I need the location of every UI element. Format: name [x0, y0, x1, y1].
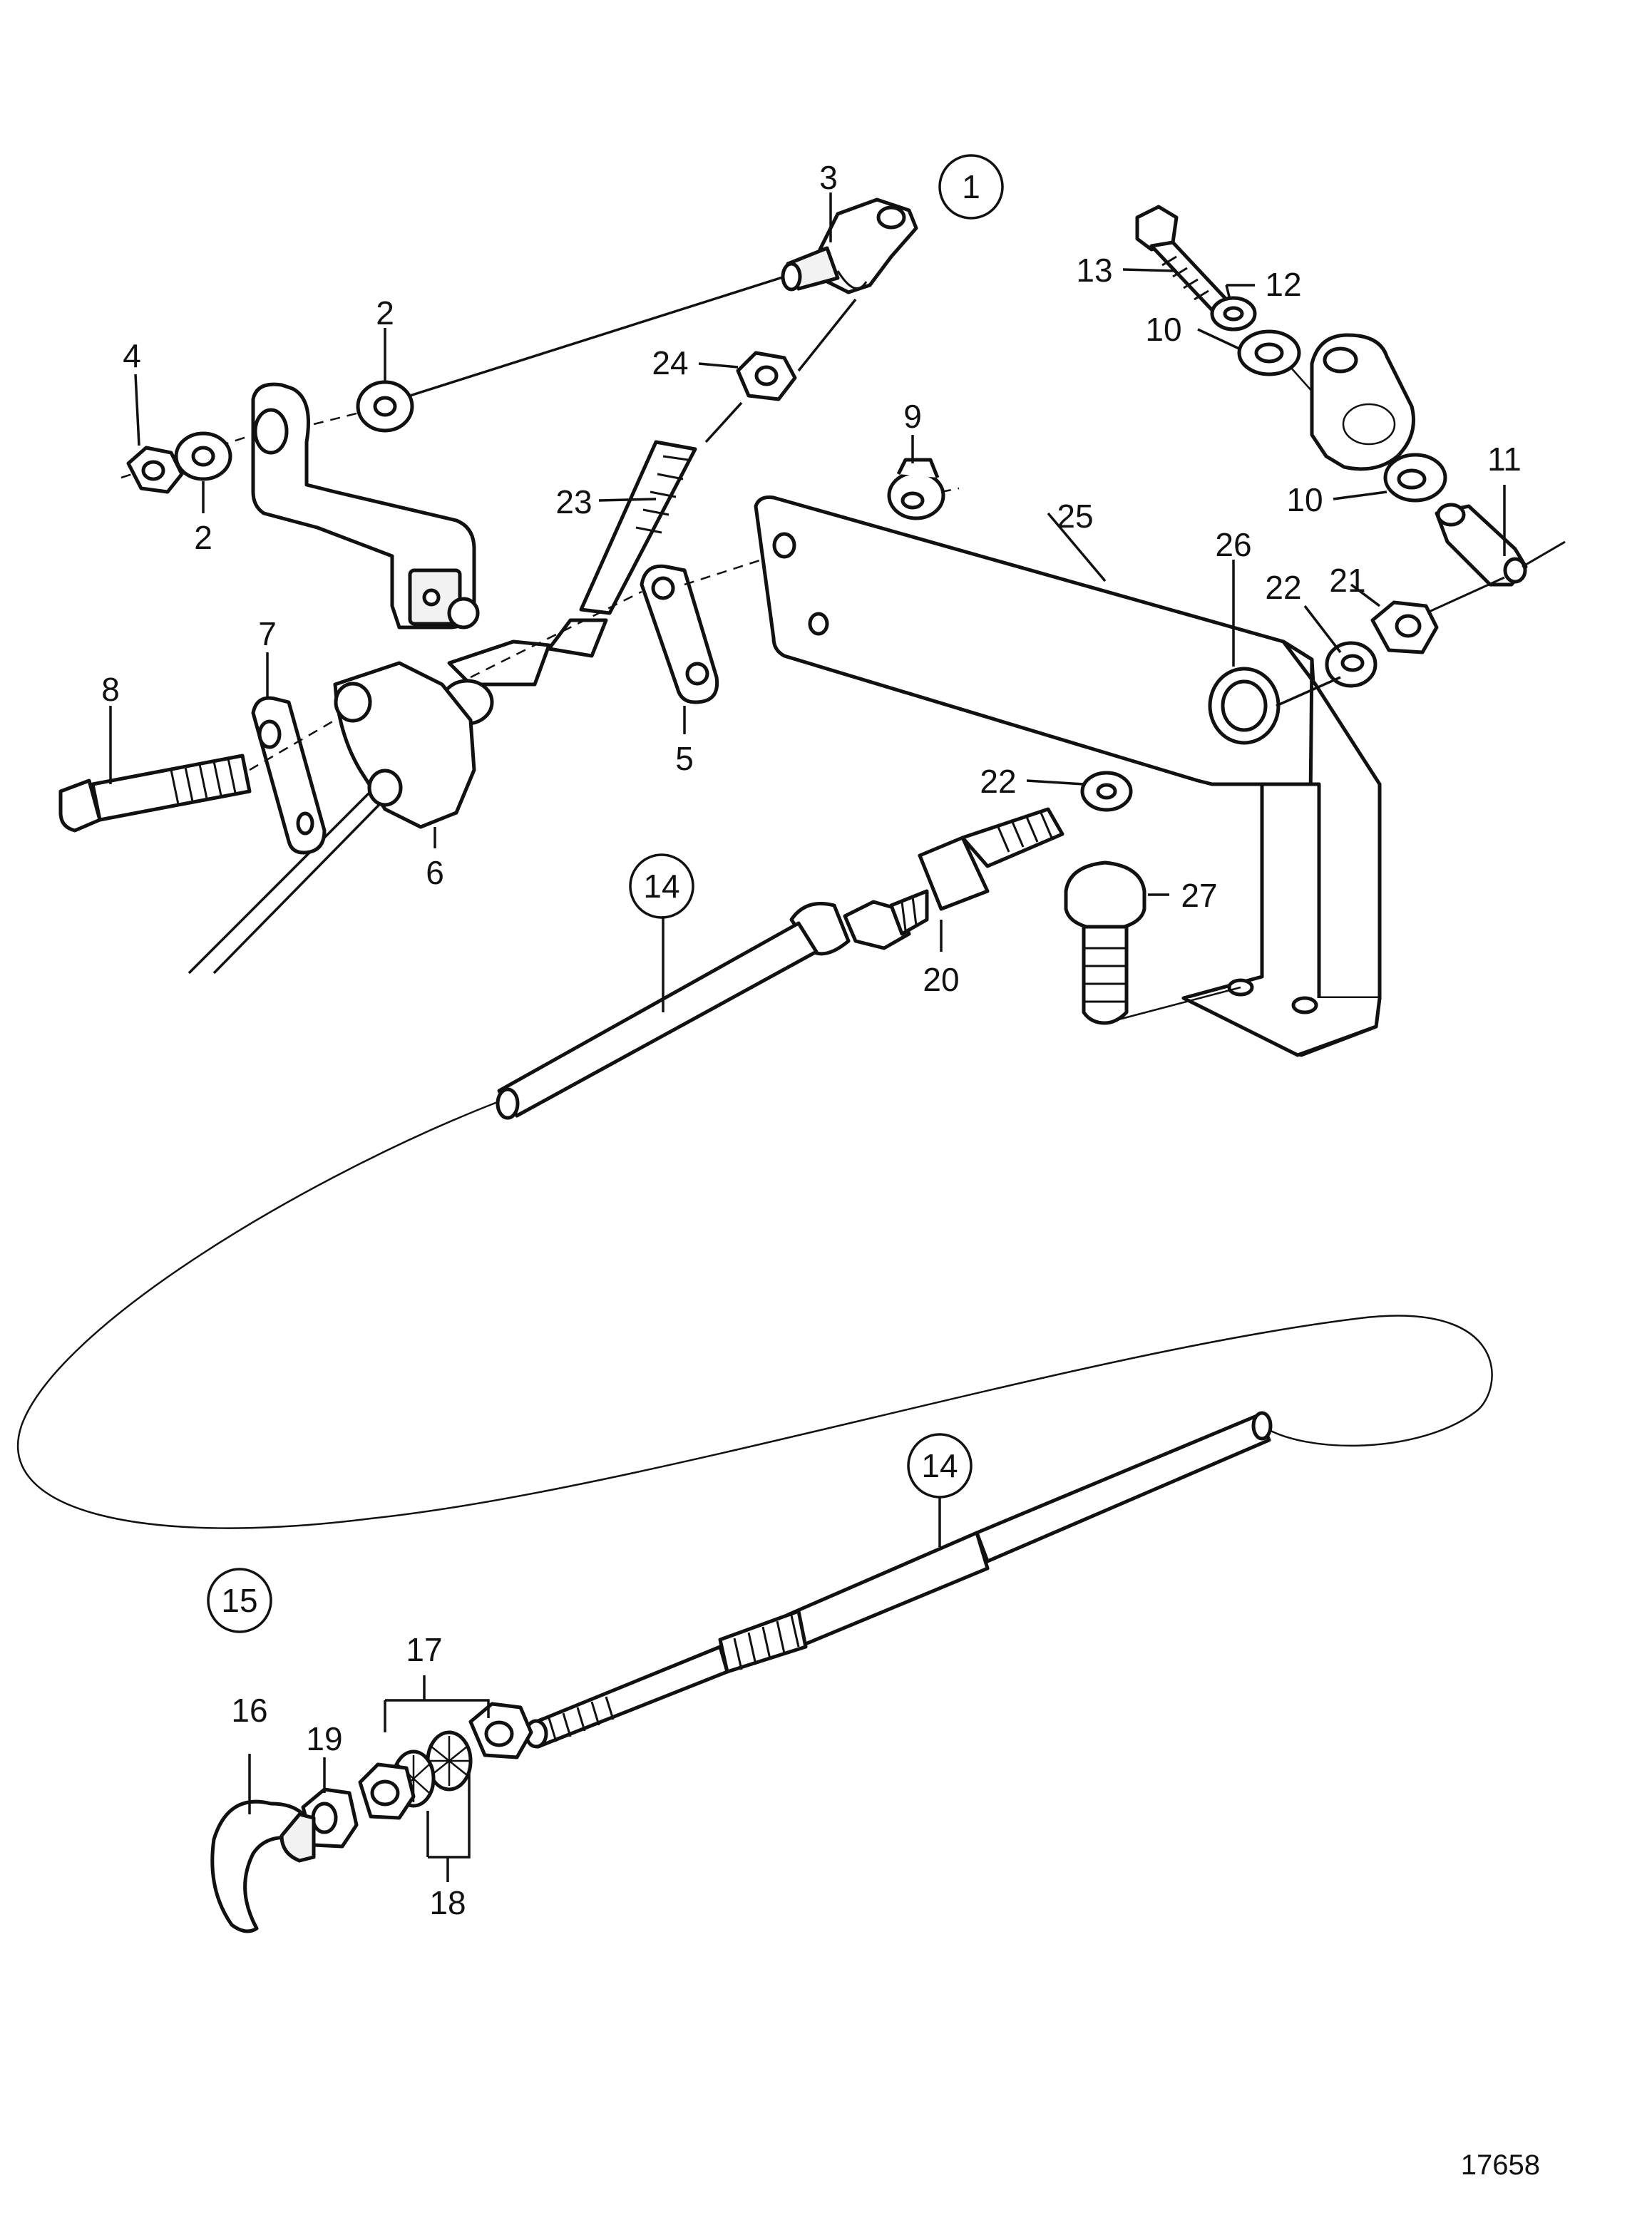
plate-7	[251, 696, 327, 855]
label-13: 13	[1076, 252, 1112, 289]
label-16: 16	[231, 1692, 267, 1729]
cable-14-upper	[496, 902, 851, 1120]
washer-12	[1210, 296, 1257, 332]
nut-24	[736, 351, 797, 401]
callout-circle-14-upper	[629, 853, 694, 919]
cable-fitting-20	[843, 807, 1064, 950]
label-4: 4	[123, 337, 141, 374]
label-9: 9	[903, 398, 922, 435]
label-2-lower: 2	[194, 519, 212, 556]
label-25: 25	[1057, 498, 1093, 535]
callout-circle-1	[938, 154, 1004, 220]
callout-circle-14-lower	[907, 1433, 973, 1499]
label-2-upper: 2	[376, 294, 394, 332]
label-20: 20	[923, 961, 959, 998]
label-5: 5	[675, 740, 694, 777]
knob-16	[210, 1799, 316, 1933]
label-1: 1	[962, 168, 980, 205]
label-24: 24	[652, 344, 688, 381]
label-15: 15	[221, 1582, 257, 1619]
callout-circle-15	[207, 1568, 272, 1633]
label-26: 26	[1215, 526, 1251, 563]
label-22-lower: 22	[980, 763, 1016, 800]
label-21: 21	[1329, 562, 1365, 599]
nut-21	[1370, 600, 1439, 654]
drawing-reference-number: 17658	[1461, 2149, 1540, 2181]
label-22-upper: 22	[1265, 569, 1301, 606]
nut-17-left	[358, 1762, 416, 1820]
label-17: 17	[406, 1631, 442, 1668]
washer-2-lower	[174, 431, 232, 481]
nut-17-right	[468, 1702, 533, 1759]
label-27: 27	[1181, 877, 1217, 914]
label-12: 12	[1265, 266, 1301, 303]
part-labels: 1 2 2 3 4 5 6 7 8 9 10 10 11 12 13 14 14…	[101, 159, 1540, 2181]
lever-arm	[251, 382, 480, 629]
washer-10-upper	[1237, 329, 1301, 376]
cable-loop	[16, 1100, 1493, 1529]
bushing-9	[887, 458, 945, 520]
stud-11	[1435, 503, 1528, 587]
leader-lines	[109, 192, 1506, 1882]
ball-socket	[1310, 333, 1415, 471]
ball-joint-3	[781, 197, 918, 294]
bolt-27	[1064, 860, 1146, 1025]
link-5	[640, 564, 719, 704]
screw-13	[1135, 205, 1228, 312]
label-14-upper: 14	[643, 868, 679, 905]
label-6: 6	[426, 854, 444, 891]
label-3: 3	[819, 159, 838, 196]
label-19: 19	[306, 1720, 342, 1757]
washer-22-upper	[1325, 641, 1377, 688]
washer-2-upper	[356, 380, 414, 433]
washer-22-lower	[1080, 771, 1133, 812]
label-7: 7	[258, 615, 277, 652]
label-11: 11	[1487, 441, 1522, 478]
washer-10-lower	[1383, 453, 1447, 503]
label-8: 8	[101, 671, 120, 708]
bolt-8	[58, 754, 252, 833]
label-14-lower: 14	[921, 1447, 958, 1484]
label-23: 23	[555, 483, 592, 520]
clamp-6	[333, 661, 476, 829]
label-10-upper: 10	[1145, 311, 1181, 348]
cable-14-lower	[524, 1411, 1273, 1749]
nut-4	[126, 446, 184, 494]
label-10-lower: 10	[1286, 481, 1323, 518]
bracket-25	[754, 495, 1382, 1057]
label-18: 18	[429, 1884, 466, 1921]
